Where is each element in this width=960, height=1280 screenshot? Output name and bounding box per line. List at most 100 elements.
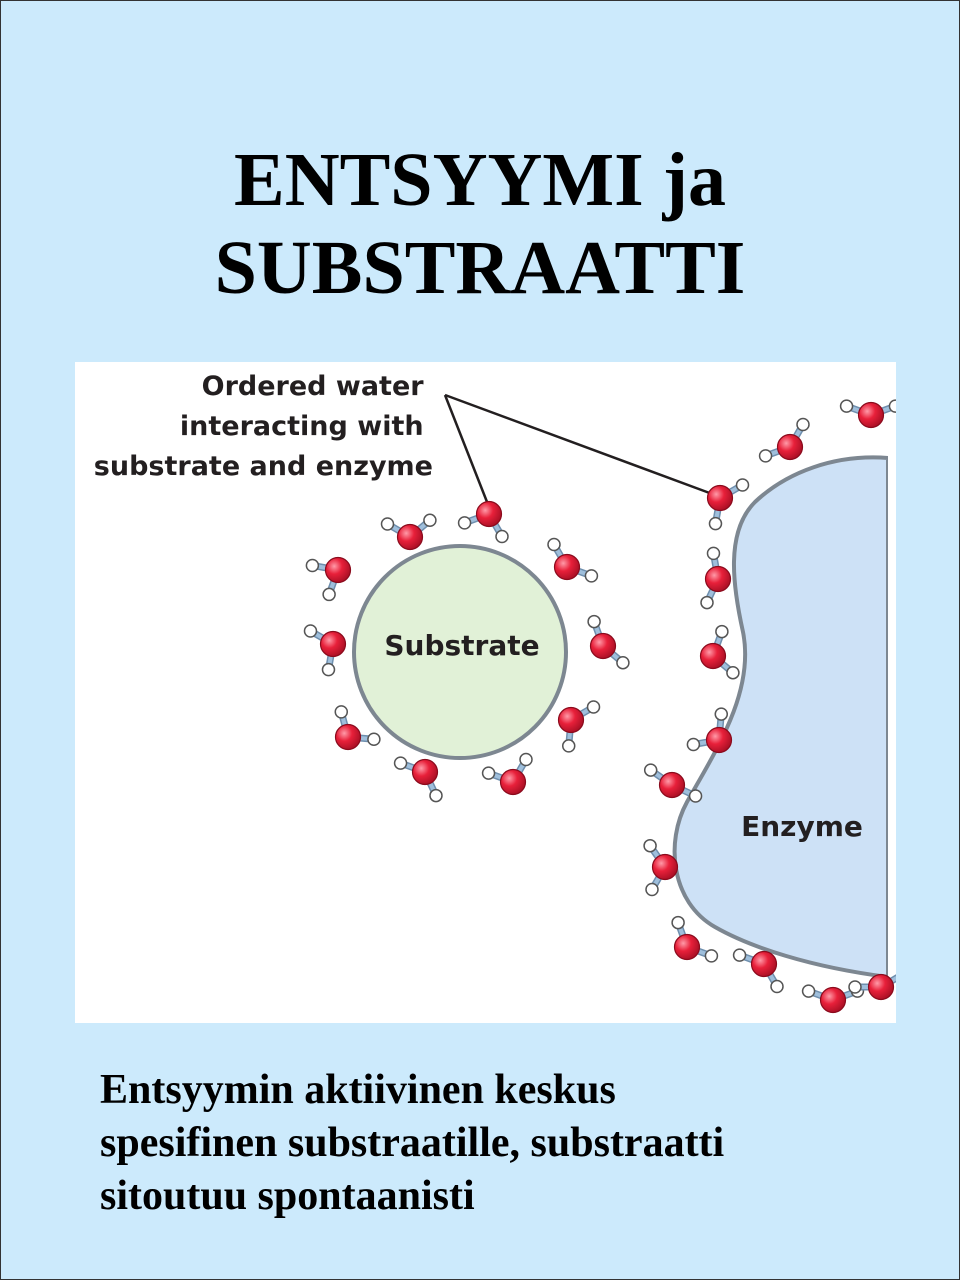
hydrogen-atom xyxy=(686,737,701,752)
hydrogen-atom xyxy=(848,980,862,994)
slide-title: ENTSYYMI ja SUBSTRAATTI xyxy=(0,136,960,312)
water-molecule xyxy=(305,556,352,602)
water-molecule xyxy=(380,513,437,551)
oxygen-atom xyxy=(557,706,585,734)
callout-line-3: substrate and enzyme xyxy=(94,451,433,482)
hydrogen-atom xyxy=(888,399,896,413)
hydrogen-atom xyxy=(423,513,437,528)
callout-line-2: interacting with xyxy=(180,411,424,442)
oxygen-atom xyxy=(334,723,362,751)
hydrogen-atom xyxy=(457,516,472,530)
water-molecule xyxy=(481,752,533,796)
oxygen-atom xyxy=(857,401,885,429)
hydrogen-atom xyxy=(643,763,658,777)
caption-line-3: sitoutuu spontaanisti xyxy=(100,1173,475,1219)
hydrogen-atom xyxy=(429,788,443,803)
hydrogen-atom xyxy=(519,752,533,767)
water-molecule xyxy=(393,756,443,803)
hydrogen-atom xyxy=(671,915,685,930)
hydrogen-atom xyxy=(732,948,747,962)
hydrogen-atom xyxy=(393,756,408,770)
oxygen-atom xyxy=(651,853,679,881)
hydrogen-atom xyxy=(735,478,750,492)
oxygen-atom xyxy=(319,630,347,658)
water-molecule xyxy=(848,973,896,1001)
caption-text: Entsyymin aktiivinen keskus spesifinen s… xyxy=(100,1064,940,1223)
hydrogen-atom xyxy=(495,529,509,544)
hydrogen-atom xyxy=(367,732,381,747)
hydrogen-atom xyxy=(643,838,657,853)
oxygen-atom xyxy=(396,523,424,551)
oxygen-atom xyxy=(867,973,895,1001)
hydrogen-atom xyxy=(584,569,599,583)
hydrogen-atom xyxy=(715,624,729,639)
water-molecules xyxy=(303,399,896,1014)
caption-line-1: Entsyymin aktiivinen keskus xyxy=(100,1067,616,1113)
callout-lines xyxy=(443,393,716,508)
water-molecule xyxy=(547,537,599,583)
hydrogen-atom xyxy=(714,707,729,721)
oxygen-atom xyxy=(673,933,701,961)
callout-label: Ordered water interacting with substrate… xyxy=(94,371,433,482)
water-molecule xyxy=(699,624,740,680)
hydrogen-atom xyxy=(801,984,816,998)
hydrogen-atom xyxy=(334,705,349,719)
oxygen-atom xyxy=(324,556,352,584)
hydrogen-atom xyxy=(587,614,601,629)
water-molecule xyxy=(557,700,601,753)
hydrogen-atom xyxy=(380,517,395,531)
water-molecule xyxy=(303,624,347,677)
hydrogen-atom xyxy=(704,949,719,963)
hydrogen-atom xyxy=(321,662,336,677)
enzyme-label: Enzyme xyxy=(741,810,863,843)
water-molecule xyxy=(643,838,679,897)
hydrogen-atom xyxy=(586,700,601,714)
oxygen-atom xyxy=(499,768,527,796)
oxygen-atom xyxy=(658,771,686,799)
water-molecule xyxy=(587,614,630,670)
oxygen-atom xyxy=(699,642,727,670)
water-molecule xyxy=(839,399,896,429)
hydrogen-atom xyxy=(561,739,576,753)
hydrogen-atom xyxy=(645,882,659,897)
hydrogen-atom xyxy=(796,417,810,432)
diagram-figure: Ordered water interacting with substrate… xyxy=(75,362,896,1023)
hydrogen-atom xyxy=(708,516,723,531)
hydrogen-atom xyxy=(616,655,630,670)
enzyme-shape xyxy=(672,455,888,980)
water-molecule xyxy=(643,763,703,803)
water-molecule xyxy=(732,948,784,994)
oxygen-atom xyxy=(819,986,847,1014)
hydrogen-atom xyxy=(700,595,714,610)
oxygen-atom xyxy=(750,950,778,978)
oxygen-atom xyxy=(475,500,503,528)
oxygen-atom xyxy=(411,758,439,786)
hydrogen-atom xyxy=(758,449,773,463)
water-molecule xyxy=(706,478,750,531)
oxygen-atom xyxy=(705,726,733,754)
hydrogen-atom xyxy=(481,766,496,780)
hydrogen-atom xyxy=(303,624,318,638)
hydrogen-atom xyxy=(770,979,784,994)
water-molecule xyxy=(457,500,509,544)
hydrogen-atom xyxy=(547,537,561,552)
water-ordering-diagram: Ordered water interacting with substrate… xyxy=(94,371,896,1014)
oxygen-atom xyxy=(704,565,732,593)
water-molecule xyxy=(686,707,733,754)
hydrogen-atom xyxy=(726,665,740,680)
callout-line-1: Ordered water xyxy=(202,371,425,402)
oxygen-atom xyxy=(553,553,581,581)
title-line-2: SUBSTRAATTI xyxy=(214,226,746,310)
hydrogen-atom xyxy=(839,399,854,413)
hydrogen-atom xyxy=(688,789,703,803)
water-molecule xyxy=(700,546,732,610)
hydrogen-atom xyxy=(322,587,336,602)
substrate-label: Substrate xyxy=(384,629,539,662)
title-line-1: ENTSYYMI ja xyxy=(234,138,726,222)
oxygen-atom xyxy=(776,433,804,461)
caption-line-2: spesifinen substraatille, substraatti xyxy=(100,1120,725,1166)
water-molecule xyxy=(334,705,381,751)
hydrogen-atom xyxy=(305,558,320,573)
water-molecule xyxy=(671,915,719,963)
oxygen-atom xyxy=(706,484,734,512)
